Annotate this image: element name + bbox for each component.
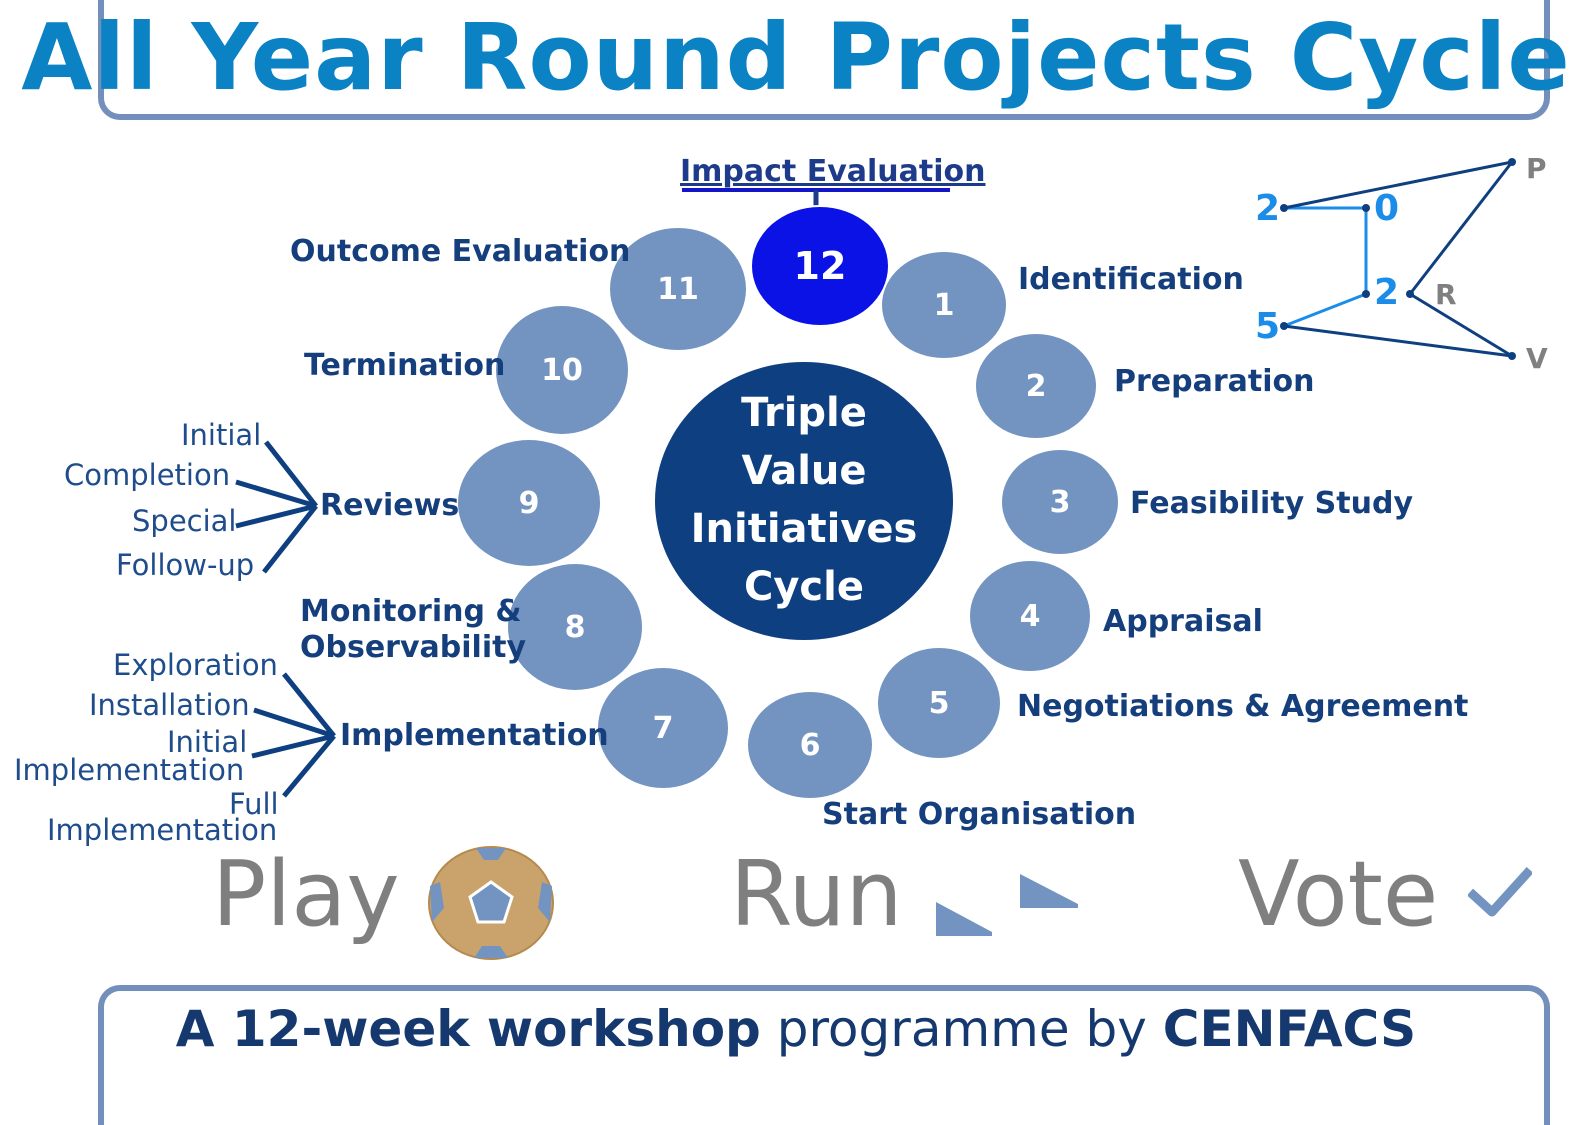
stage-4-circle: 4	[970, 561, 1090, 671]
run-word: Run	[730, 842, 903, 947]
review-type-completion: Completion	[64, 458, 231, 492]
stage-10-circle: 10	[496, 306, 628, 434]
stage-3-label: Feasibility Study	[1130, 486, 1414, 521]
stage-2-circle: 2	[976, 334, 1096, 438]
stage-5-label: Negotiations & Agreement	[1017, 689, 1469, 724]
footer-part-2: programme by	[760, 1000, 1163, 1058]
logo-digit-2a: 2	[1255, 188, 1281, 229]
center-line-3: Initiatives	[690, 506, 918, 552]
implementation-type-installation: Installation	[89, 688, 250, 722]
footer-frame	[98, 985, 1550, 1125]
implementation-type-full-line1: Full	[229, 787, 279, 821]
stage-12-circle: 12	[750, 205, 890, 327]
implementation-type-full-line2: Implementation	[47, 813, 278, 847]
play-word: Play	[212, 842, 400, 947]
review-type-special: Special	[132, 504, 237, 538]
logo-letter-r: R	[1435, 278, 1457, 311]
stage-8-label-line2: Observability	[300, 630, 526, 665]
stage-11-circle: 11	[610, 228, 746, 350]
implementation-type-initial-line2: Implementation	[14, 753, 245, 787]
logo-digit-0: 0	[1374, 188, 1400, 229]
implementation-type-exploration: Exploration	[113, 648, 278, 682]
stage-8-circle: 8	[508, 564, 642, 690]
footer-text: A 12-week workshop programme by CENFACS	[0, 1000, 1592, 1058]
stage-3-circle: 3	[1002, 450, 1118, 554]
play-ball-icon	[428, 846, 554, 960]
stage-9-circle: 9	[458, 440, 600, 566]
footer-part-1: A 12-week workshop	[175, 1000, 761, 1058]
stage-7-circle: 7	[598, 668, 728, 788]
stage-2-label: Preparation	[1114, 364, 1315, 399]
center-cycle-circle: Triple Value Initiatives Cycle	[655, 362, 953, 640]
stage-10-label: Termination	[304, 348, 506, 383]
reviews-connector-lines	[235, 440, 318, 574]
logo-letter-v: V	[1526, 342, 1548, 375]
stage-6-circle: 6	[748, 692, 872, 798]
stage-1-circle: 1	[882, 252, 1006, 358]
stage-8-label-line1: Monitoring &	[300, 594, 522, 629]
footer-part-3: CENFACS	[1162, 1000, 1417, 1058]
review-type-follow-up: Follow-up	[116, 548, 255, 582]
logo-letter-p: P	[1526, 152, 1547, 185]
stage-5-circle: 5	[878, 648, 1000, 758]
stage-12-label: Impact Evaluation	[680, 154, 986, 189]
run-arrows-icon	[936, 874, 1078, 936]
stage-6-label: Start Organisation	[822, 797, 1137, 832]
logo-digit-5: 5	[1255, 306, 1281, 347]
implementation-connector-lines	[251, 672, 336, 798]
center-line-1: Triple	[741, 390, 867, 436]
vote-check-icon	[1468, 866, 1532, 917]
center-line-2: Value	[741, 448, 867, 494]
stage-7-label: Implementation	[340, 718, 609, 753]
stage-4-label: Appraisal	[1103, 604, 1263, 639]
logo-digit-2b: 2	[1374, 272, 1400, 313]
implementation-type-initial-line1: Initial	[167, 725, 248, 759]
stage-1-label: Identification	[1018, 262, 1244, 297]
prv-logo-lines	[1280, 158, 1516, 360]
stage-11-label: Outcome Evaluation	[290, 234, 631, 269]
vote-word: Vote	[1238, 842, 1439, 947]
title-frame	[98, 0, 1550, 120]
stage-9-label: Reviews	[320, 488, 460, 523]
review-type-initial: Initial	[181, 418, 262, 452]
page-title: All Year Round Projects Cycle	[21, 4, 1571, 111]
center-line-4: Cycle	[744, 564, 864, 610]
